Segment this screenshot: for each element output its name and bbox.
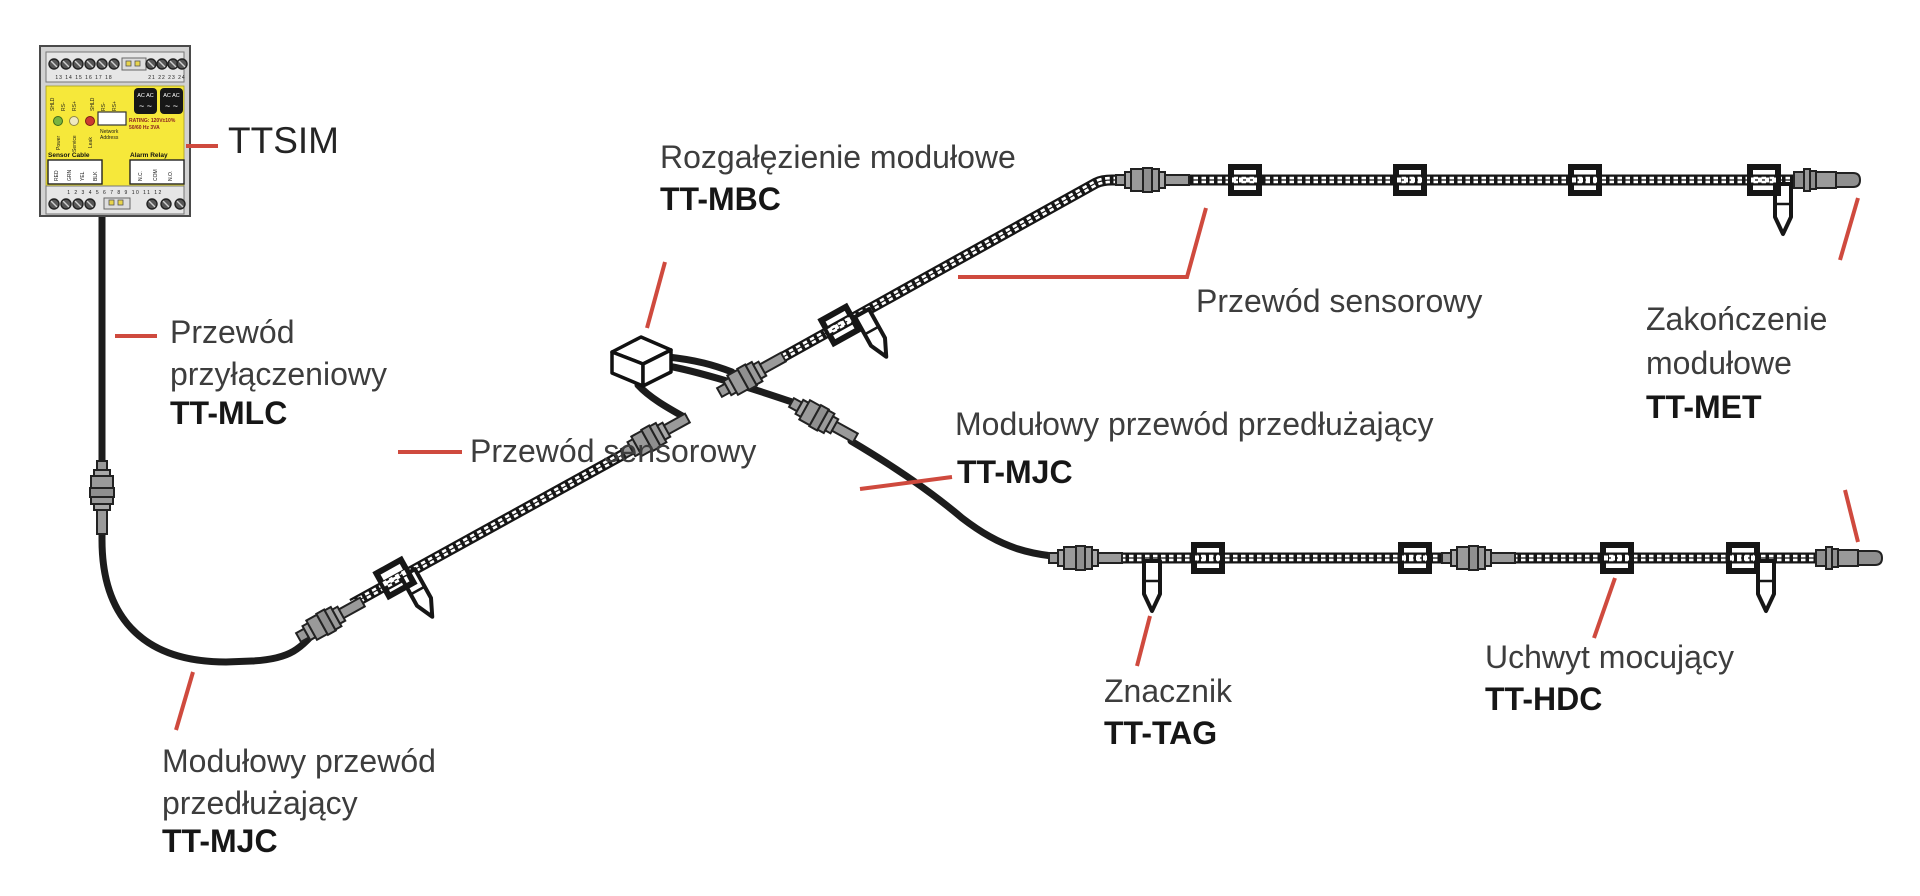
bus-label: RS+ [112, 101, 118, 111]
end-termination-top [1793, 168, 1861, 192]
marker-tag [853, 307, 896, 363]
ac-terminal-block: AC AC AC AC ~ ~ ~ ~ [134, 88, 183, 114]
label-mjc-mid-part: TT-MJC [957, 454, 1073, 490]
label-mbc-part: TT-MBC [660, 181, 781, 217]
callout-sensor-top [958, 207, 1208, 279]
callout-tt-tag [1135, 615, 1152, 667]
bus-label: RS- [101, 102, 107, 111]
relay-terminals [129, 159, 185, 185]
label-mlc-line1: Przewód [170, 314, 295, 350]
contact-label: COM [153, 169, 159, 181]
label-tag-part: TT-TAG [1104, 715, 1217, 751]
wire-label: RED [54, 170, 60, 181]
label-mlc-part: TT-MLC [170, 395, 287, 431]
rating-line-1: RATING: 120V±10% [129, 118, 176, 124]
wire-label: YEL [80, 171, 86, 181]
contact-label: N.O. [168, 171, 174, 181]
cable-connector [89, 460, 115, 535]
mbc-upper-pigtail-cable [664, 353, 736, 376]
network-address-label-1: Network [100, 129, 119, 135]
service-led-label: Service [72, 135, 78, 152]
ac-label: AC AC [163, 93, 180, 99]
module-face: SHLD RS- RS+ SHLD RS- RS+ AC AC AC AC ~ … [45, 85, 185, 187]
end-termination-bottom [1815, 546, 1883, 570]
module-top-terminal-strip: 13 14 15 16 17 18 21 22 23 24 [45, 51, 188, 83]
module-bottom-terminal-strip: 1 2 3 4 5 6 7 8 9 10 11 12 [45, 185, 186, 215]
branch-connector-box [610, 335, 673, 388]
sensor-cable-top-run [780, 174, 1796, 362]
terminal-numbers-top-right: 21 22 23 24 [148, 75, 185, 81]
cable-connector [1115, 167, 1190, 193]
diagram-labels: TTSIM Przewód przyłączeniowy TT-MLC Modu… [162, 120, 1827, 859]
power-led-label: Power [56, 135, 62, 150]
rating-line-2: 50/60 Hz 3VA [129, 125, 160, 131]
callout-tt-hdc [1592, 577, 1617, 639]
leak-led [85, 116, 95, 126]
network-address-window [97, 111, 127, 126]
marker-tag [1756, 559, 1776, 613]
ac-tilde: ~ ~ [139, 101, 152, 111]
ac-tilde: ~ ~ [165, 101, 178, 111]
sensor-cable-heading: Sensor Cable [48, 152, 90, 159]
label-mjc-mid-line1: Modułowy przewód przedłużający [955, 406, 1433, 442]
connection-cable-tt-mlc [98, 212, 324, 666]
wire-label: BLK [93, 171, 99, 181]
callout-tt-mbc [645, 261, 667, 329]
label-mlc-line2: przyłączeniowy [170, 356, 387, 392]
mounting-clips [376, 167, 1778, 596]
label-sensor-top: Przewód sensorowy [1196, 283, 1482, 319]
cable-connector [291, 590, 370, 649]
callout-tt-mjc-mid [859, 475, 953, 491]
bus-label: RS+ [72, 101, 78, 111]
bus-label: SHLD [90, 97, 96, 111]
cable-connector [1441, 545, 1516, 571]
power-led [53, 116, 63, 126]
leak-led-label: Leak [88, 137, 94, 148]
callout-tt-met-bottom [1843, 489, 1860, 543]
ac-label: AC AC [137, 93, 154, 99]
contact-label: N.C. [138, 171, 144, 181]
network-address-label-2: Address [100, 135, 119, 141]
terminal-numbers-top-left: 13 14 15 16 17 18 [55, 75, 112, 81]
label-sensor-lower: Przewód sensorowy [470, 433, 756, 469]
marker-tag [399, 567, 442, 623]
mbc-bottom-pigtail-cable [634, 381, 688, 421]
service-led [69, 116, 79, 126]
label-hdc-part: TT-HDC [1485, 681, 1602, 717]
label-met-line1: Zakończenie [1646, 301, 1827, 337]
terminal-numbers-bottom: 1 2 3 4 5 6 7 8 9 10 11 12 [67, 190, 163, 196]
callout-lines [115, 144, 1860, 731]
label-hdc-line1: Uchwyt mocujący [1485, 639, 1734, 675]
label-mjc-left-line2: przedłużający [162, 785, 358, 821]
label-met-part: TT-MET [1646, 389, 1762, 425]
callout-tt-mjc-left [174, 671, 195, 731]
ttsim-module: 13 14 15 16 17 18 21 22 23 24 SHLD RS- R… [39, 45, 191, 217]
label-mbc-line1: Rozgałęzienie modułowe [660, 139, 1016, 175]
label-ttsim: TTSIM [228, 120, 339, 161]
sensor-wire-terminals [47, 159, 103, 185]
alarm-relay-heading: Alarm Relay [130, 152, 168, 159]
bus-label: SHLD [50, 97, 56, 111]
wire-label: GRN [67, 170, 73, 182]
label-mjc-left-part: TT-MJC [162, 823, 278, 859]
label-mjc-left-line1: Modułowy przewód [162, 743, 436, 779]
label-tag-line1: Znacznik [1104, 673, 1233, 709]
bus-label: RS- [61, 102, 67, 111]
callout-tt-met-top [1838, 197, 1860, 261]
cable-connector [1048, 545, 1123, 571]
cable-connector [784, 391, 863, 450]
marker-tag [1142, 559, 1162, 613]
label-met-line2: modułowe [1646, 345, 1792, 381]
